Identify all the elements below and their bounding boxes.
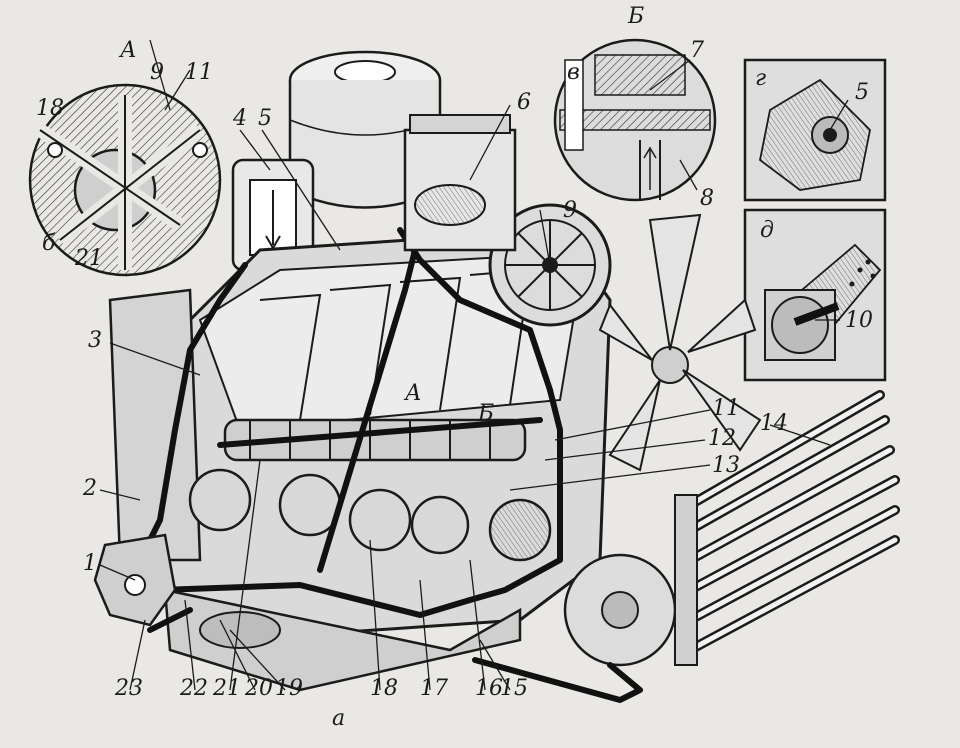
fan (563, 213, 762, 667)
callout-15: 15 (500, 676, 528, 701)
callout-20: 20 (245, 676, 273, 701)
callout-21: 21 (213, 676, 241, 701)
callout-11: 11 (712, 396, 740, 421)
inset-g-box (743, 58, 887, 202)
inset-g-letter: г (755, 66, 767, 91)
callout-22: 22 (180, 676, 208, 701)
inset-v-letter: в (567, 60, 580, 85)
callout-12: 12 (708, 426, 736, 451)
callout-5: 5 (258, 106, 272, 131)
inset-a-letter: А (120, 38, 137, 63)
callout-1: 1 (83, 551, 97, 576)
callout-23: 23 (115, 676, 143, 701)
callout-19: 19 (275, 676, 303, 701)
callout-14: 14 (760, 411, 788, 436)
section-mark-a: А (405, 381, 422, 406)
inset-b-small-letter: б (42, 231, 56, 256)
inset-a-callout-18: 18 (36, 96, 64, 121)
inset-a-circle (28, 83, 222, 277)
crankshaft (188, 468, 552, 562)
inset-b-letter: Б (628, 4, 645, 29)
inset-a-callout-11: 11 (185, 60, 213, 85)
callout-3: 3 (88, 328, 102, 353)
callout-13: 13 (712, 453, 740, 478)
inset-b-circle (553, 38, 717, 202)
oil-channels (137, 227, 643, 703)
inset-a-callout-21: 21 (75, 246, 103, 271)
inset-d-letter: д (760, 218, 774, 243)
callout-6: 6 (517, 90, 531, 115)
callout-2: 2 (83, 476, 97, 501)
oil-filter (231, 158, 315, 272)
inset-d-callout-10: 10 (845, 308, 873, 333)
carburetor (403, 114, 517, 252)
main-view-label: а (332, 706, 346, 731)
callout-9: 9 (563, 198, 577, 223)
inset-v-callout-8: 8 (700, 186, 714, 211)
inset-g-callout-5: 5 (855, 80, 869, 105)
inset-d-box (743, 208, 887, 382)
callout-16: 16 (475, 676, 503, 701)
inset-a-callout-9: 9 (150, 60, 164, 85)
inset-v-callout-7: 7 (690, 38, 704, 63)
leader-lines (99, 39, 849, 691)
callout-18: 18 (370, 676, 398, 701)
callout-4: 4 (233, 106, 247, 131)
oil-cooler (674, 390, 900, 666)
callout-17: 17 (420, 676, 448, 701)
section-mark-b: Б (478, 401, 495, 426)
